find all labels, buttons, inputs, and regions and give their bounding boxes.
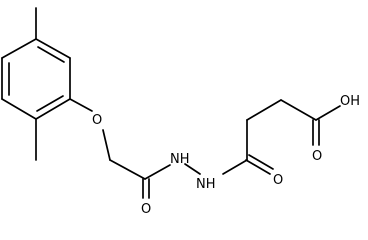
benzene-ring <box>1 38 71 120</box>
ring-double-bond-2 <box>36 95 64 112</box>
ring-bond-3 <box>35 98 71 120</box>
carbonyl-oxygen-right-label: O <box>273 173 283 188</box>
acid-hydroxyl-label: OH <box>340 94 360 109</box>
chain-bond-2 <box>246 99 282 121</box>
carbonyl-right-double-1 <box>245 159 271 175</box>
carbonyl-nh-bond <box>144 164 171 180</box>
ring-bond-6 <box>1 38 37 59</box>
nh-right-label: NH <box>196 177 216 192</box>
ring-bond-1 <box>35 38 71 59</box>
ring-bond-4 <box>1 98 37 120</box>
carbonyl-right-double-2 <box>248 154 274 170</box>
ch2-carbonyl-bond <box>109 159 146 180</box>
acid-oh-bond <box>315 105 341 121</box>
ether-oxygen-label: O <box>92 113 102 128</box>
ether-ch2-bond <box>102 129 111 161</box>
ring-double-bond-1 <box>37 46 65 63</box>
chain-bond-3 <box>280 99 317 121</box>
molecule-structure: O O NH NH O OH O <box>1 7 360 217</box>
nh-carbonyl-bond <box>222 159 248 175</box>
nn-bond <box>184 163 201 175</box>
carbonyl-oxygen-left-label: O <box>141 202 151 217</box>
aryl-ether-bond <box>69 98 93 112</box>
acid-carbonyl-oxygen-label: O <box>312 149 322 164</box>
